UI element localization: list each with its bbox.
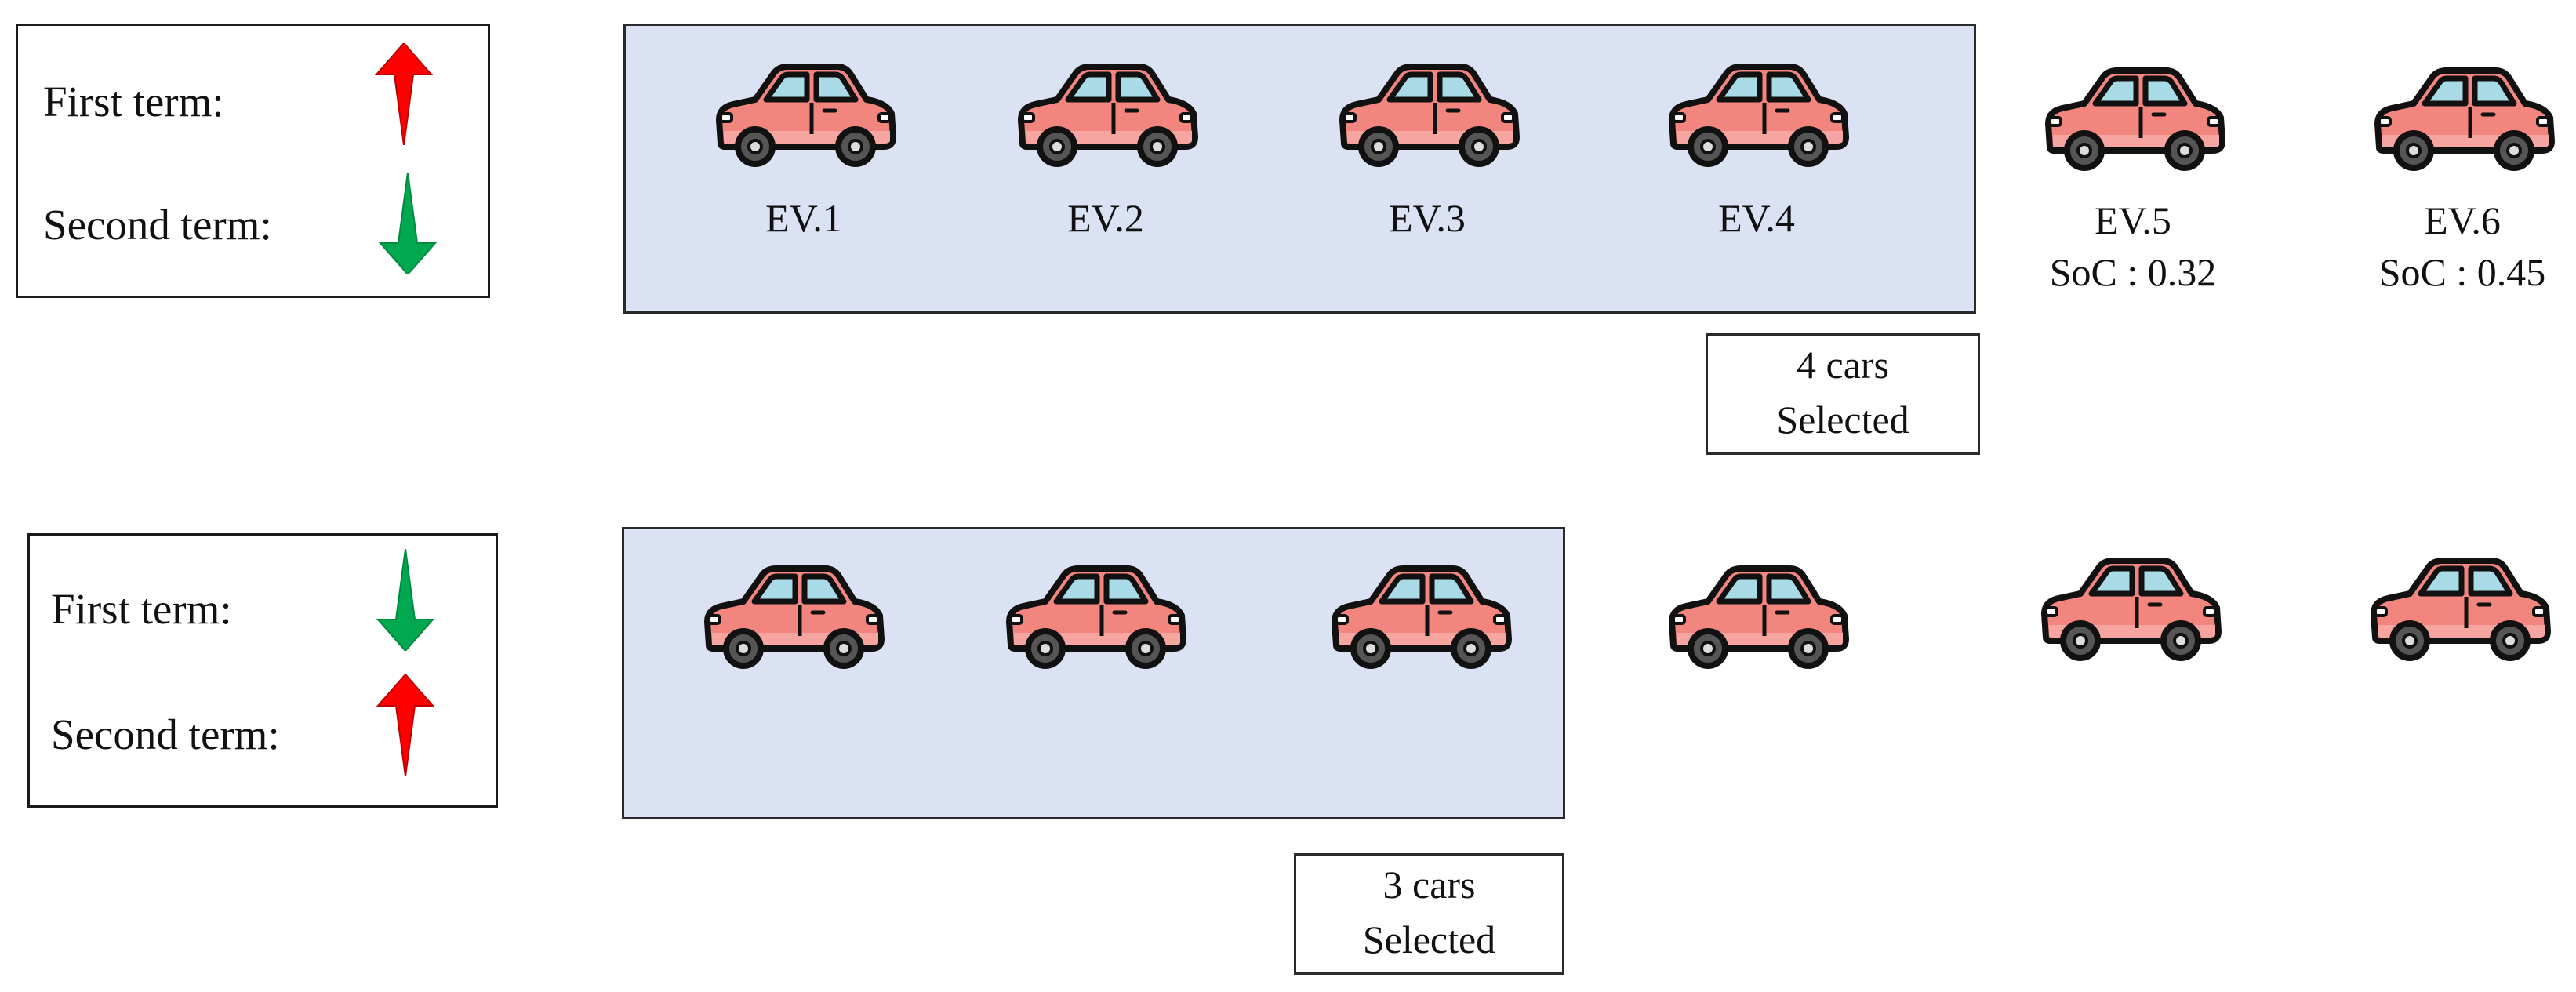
car-label-ev1: EV.1 [765, 196, 842, 240]
car-icon-ev6 [2368, 63, 2556, 173]
car-label-ev2: EV.2 [1067, 196, 1144, 240]
selected-word: Selected [1362, 918, 1496, 961]
car-soc-ev5: SoC : 0.32 [2049, 250, 2217, 294]
car-icon-ev5 [2039, 63, 2227, 173]
car-icon [1325, 561, 1513, 670]
arrow-up-icon [374, 43, 434, 145]
legend-first-term-label: First term: [43, 78, 224, 125]
car-label-ev4: EV.4 [1718, 196, 1795, 240]
car-label-ev5: EV.5 SoC : 0.32 [2015, 194, 2251, 298]
arrow-down-icon [378, 173, 438, 274]
car-icon [2035, 553, 2223, 663]
selected-count-box-2: 3 cars Selected [1294, 853, 1564, 975]
car-icon [2364, 553, 2552, 663]
selected-count: 4 cars [1797, 343, 1889, 387]
arrow-up-icon [376, 674, 435, 776]
legend-second-term-label: Second term: [51, 710, 280, 758]
car-label-ev3: EV.3 [1389, 196, 1466, 240]
car-icon-ev4 [1662, 59, 1851, 169]
car-icon [698, 561, 886, 670]
car-soc-ev6: SoC : 0.45 [2378, 250, 2546, 294]
arrow-down-icon [376, 549, 435, 651]
selected-count: 3 cars [1382, 863, 1476, 907]
selected-count-box-1: 4 cars Selected [1706, 333, 1980, 455]
legend-box-2 [27, 533, 498, 808]
legend-second-term-label: Second term: [43, 201, 272, 249]
car-icon-ev2 [1012, 59, 1200, 169]
car-icon [1000, 561, 1188, 670]
car-icon-ev1 [710, 59, 898, 169]
selected-word: Selected [1776, 398, 1909, 441]
car-icon-ev3 [1333, 59, 1521, 169]
car-label-ev6: EV.6 SoC : 0.45 [2345, 194, 2576, 298]
legend-first-term-label: First term: [51, 585, 232, 633]
car-icon [1662, 561, 1851, 670]
